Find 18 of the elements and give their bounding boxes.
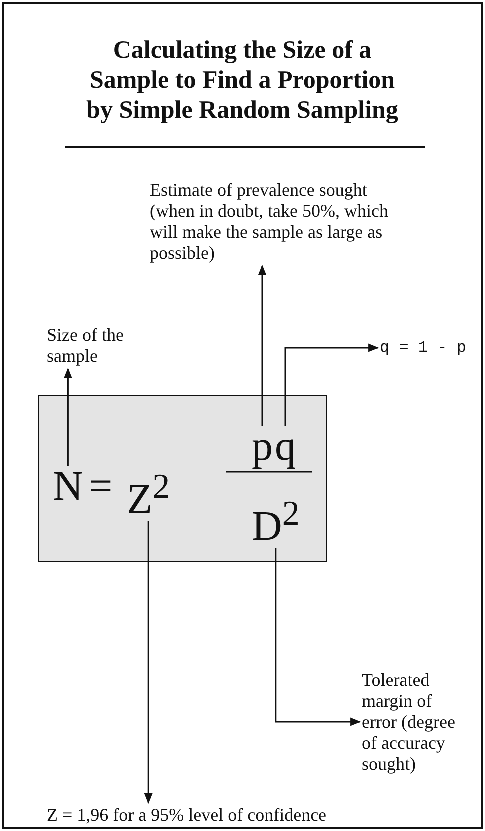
formula-symbol: p [252,426,273,468]
formula-box [38,395,327,562]
annotation-text: Tolerated margin of error (degree of accuracy sought) [362,670,470,775]
annotation-text: Z = 1,96 for a 95% level of confidence [47,805,467,826]
formula-symbol: D$^{2}$ [252,493,300,548]
equals-sign: = [89,466,113,508]
formula-symbol: Z$^{2}$ [127,466,170,521]
annotation-text: q = 1 - p [380,338,475,359]
annotation-text: Size of the sample [47,325,137,367]
title: Calculating the Size of a Sample to Find a Proportion by Simple Random Sampling [86,36,400,126]
formula-symbol: q [275,426,296,468]
leader-line [144,521,153,804]
formula-symbol: N [53,466,84,508]
leader-line [284,344,380,426]
leader-line [258,264,267,426]
leader-line [275,548,362,726]
leader-line [64,368,72,466]
annotation-text: Estimate of prevalence sought (when in doubt, take 50%, which will make the sample as large as possible) [150,180,410,264]
